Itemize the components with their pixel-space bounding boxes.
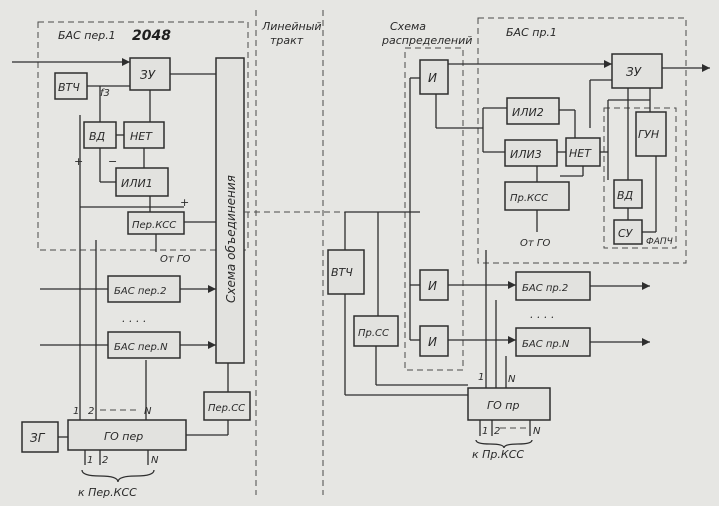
plus-sign-2: + <box>180 196 189 209</box>
scheme-dist-label-2: распределений <box>381 34 472 47</box>
out-num-2: 2 <box>102 455 108 466</box>
bas-rx2-box <box>515 271 591 301</box>
arrow-icon <box>508 281 516 289</box>
bas-tx1-group <box>37 21 249 251</box>
zg-box <box>21 421 59 453</box>
per-ss-box <box>203 391 251 421</box>
dots-rx: . . . . <box>530 308 554 321</box>
net-tx-label: НЕТ <box>130 130 153 143</box>
arrow-icon <box>702 64 710 72</box>
go-rx-label: ГО пр <box>487 399 519 412</box>
brace <box>81 469 155 483</box>
go-rx-out-num-2: 2 <box>494 426 500 437</box>
out-num-N: N <box>151 455 159 466</box>
zu-rx-box <box>611 53 663 89</box>
vd-rx-label: ВД <box>617 189 634 202</box>
bas-tx1-label: БАС пер.1 <box>58 29 116 42</box>
arrow-icon <box>642 338 650 346</box>
scheme-dist-label-1: Схема <box>390 20 426 33</box>
go-rx-box <box>467 387 551 421</box>
i-top-box <box>419 59 449 95</box>
out-num-1: 1 <box>87 455 93 466</box>
zu-rx-label: ЗУ <box>626 65 642 79</box>
bas-rx1-group <box>477 17 687 264</box>
arrow-icon <box>208 285 216 293</box>
zu-tx-box <box>129 57 171 91</box>
fapch-group <box>603 107 677 249</box>
pr-ss-label: Пр.СС <box>358 328 389 339</box>
brace-rx <box>475 439 533 449</box>
ili3-box <box>504 139 558 167</box>
pr-ss-box <box>353 315 399 347</box>
ot-go-tx-label: От ГО <box>160 254 190 265</box>
plus-sign: + <box>74 155 83 168</box>
i-bot-label: И <box>428 335 437 349</box>
bus-num-N: N <box>144 406 152 417</box>
f3-label: f3 <box>100 88 110 99</box>
go-rx-out-num-1: 1 <box>482 426 488 437</box>
go-rx-out-num-N: N <box>533 426 541 437</box>
bus-num-2: 2 <box>88 406 94 417</box>
i-bot-box <box>419 325 449 357</box>
su-label: СУ <box>618 227 634 240</box>
handwritten-note: 2048 <box>132 28 171 44</box>
distribution-group <box>404 47 464 371</box>
vtch-tx-label: ВТЧ <box>58 81 80 94</box>
arrow-icon <box>642 282 650 290</box>
scheme-merge-box <box>215 57 245 364</box>
arrow-icon <box>508 336 516 344</box>
ili2-box <box>506 97 560 125</box>
go-rx-num-N: N <box>508 374 516 385</box>
k-pr-kss-label: к Пр.КСС <box>472 448 524 461</box>
ili2-label: ИЛИ2 <box>512 106 544 119</box>
line-path-label-2: тракт <box>270 34 304 47</box>
arrow-icon <box>208 341 216 349</box>
line-path-label-1: Линейный <box>261 20 322 33</box>
bus-num-1: 1 <box>73 406 79 417</box>
per-ss-label: Пер.СС <box>208 403 245 414</box>
dots-tx: . . . . <box>122 312 146 325</box>
bas-txN-box <box>107 331 181 359</box>
vd-tx-label: ВД <box>89 130 106 143</box>
bas-tx2-label: БАС пер.2 <box>114 286 166 297</box>
arrow-icon <box>604 60 612 68</box>
ili1-label: ИЛИ1 <box>121 177 153 190</box>
i-mid-box <box>419 269 449 301</box>
zu-tx-label: ЗУ <box>140 68 156 82</box>
arrow-icon <box>122 58 130 66</box>
go-tx-label: ГО пер <box>104 430 143 443</box>
scheme-merge-label: Схема объединения <box>224 175 238 303</box>
ili3-label: ИЛИ3 <box>510 148 542 161</box>
bas-rx2-label: БАС пр.2 <box>522 283 568 294</box>
fapch-label: ФАПЧ <box>646 237 673 247</box>
go-rx-num-1: 1 <box>478 372 484 383</box>
vtch-rx-box <box>327 249 365 295</box>
k-per-kss-label: к Пер.КСС <box>78 486 137 499</box>
bas-rxN-label: БАС пр.N <box>522 339 570 350</box>
gun-box <box>635 111 667 157</box>
per-kss-label: Пер.КСС <box>132 220 176 231</box>
ili1-box <box>115 167 169 197</box>
ot-go-rx-label: От ГО <box>520 238 550 249</box>
pr-kss-label: Пр.КСС <box>510 193 548 204</box>
zg-label: ЗГ <box>30 431 46 445</box>
minus-sign: − <box>108 155 117 168</box>
bas-txN-label: БАС пер.N <box>114 342 168 353</box>
net-rx-label: НЕТ <box>569 147 592 160</box>
i-top-label: И <box>428 71 437 85</box>
bas-rx1-label: БАС пр.1 <box>506 26 557 39</box>
vtch-rx-label: ВТЧ <box>331 266 353 279</box>
bas-rxN-box <box>515 327 591 357</box>
i-mid-label: И <box>428 279 437 293</box>
gun-label: ГУН <box>638 128 659 141</box>
